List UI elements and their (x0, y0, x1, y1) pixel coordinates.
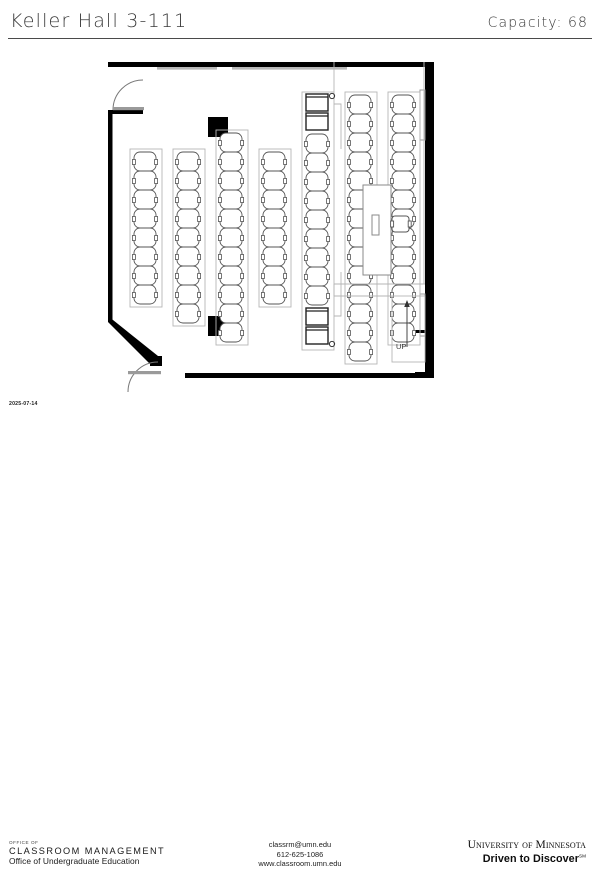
header-divider (8, 38, 592, 39)
university-branding: University of Minnesota Driven to Discov… (468, 839, 586, 865)
instructor-chair (390, 215, 412, 233)
wall-bottom-right-notch (415, 372, 425, 375)
seat-column-3 (215, 129, 249, 346)
accessible-seat (305, 112, 329, 131)
wall-right-notch (415, 330, 427, 333)
date-stamp: 2025-07-14 (9, 401, 38, 407)
seat-column-5 (301, 91, 342, 351)
page-header: Keller Hall 3-111 Capacity: 68 (0, 0, 600, 44)
accessible-seat (305, 326, 329, 345)
tagline-mark: SM (579, 852, 586, 858)
door-bottom-left-swing (127, 361, 159, 393)
door-bottom-left-panel (128, 371, 161, 375)
wall-left-door-head (108, 110, 143, 114)
seat-column-2 (172, 148, 206, 327)
university-tagline: Driven to DiscoverSM (468, 853, 586, 865)
wall-bottom (185, 373, 433, 378)
tagline-text: Driven to Discover (482, 852, 579, 865)
wheelchair-icon (328, 92, 336, 100)
wall-left-main (108, 110, 113, 322)
wall-left-angled (108, 316, 158, 366)
floor-plan: UP (0, 44, 600, 394)
door-top-left-panel (113, 107, 144, 111)
seat-column-4 (258, 148, 292, 308)
floor-plan-drawing: UP (108, 62, 434, 393)
university-name: University of Minnesota (467, 839, 586, 851)
wall-top (108, 62, 433, 67)
desk-equipment (371, 214, 380, 236)
seat-column-1 (129, 148, 163, 308)
up-ramp: UP (391, 295, 426, 363)
wall-right (425, 62, 434, 378)
wheelchair-icon (328, 340, 336, 348)
pillar-upper (208, 117, 228, 137)
accessible-seat (305, 93, 329, 112)
accessible-seat (305, 307, 329, 326)
whiteboard-segment-1 (157, 67, 217, 70)
capacity-label: Capacity: 68 (487, 15, 588, 31)
page-footer: OFFICE OF CLASSROOM MANAGEMENT Office of… (0, 415, 600, 868)
door-right-lower (419, 293, 426, 337)
up-label: UP (396, 342, 406, 351)
page-title: Keller Hall 3-111 (10, 10, 188, 32)
door-top-left-swing (112, 79, 144, 111)
wall-bottom-door-head (150, 356, 162, 366)
whiteboard-segment-2 (232, 67, 347, 70)
wall-left-upper (108, 62, 113, 67)
